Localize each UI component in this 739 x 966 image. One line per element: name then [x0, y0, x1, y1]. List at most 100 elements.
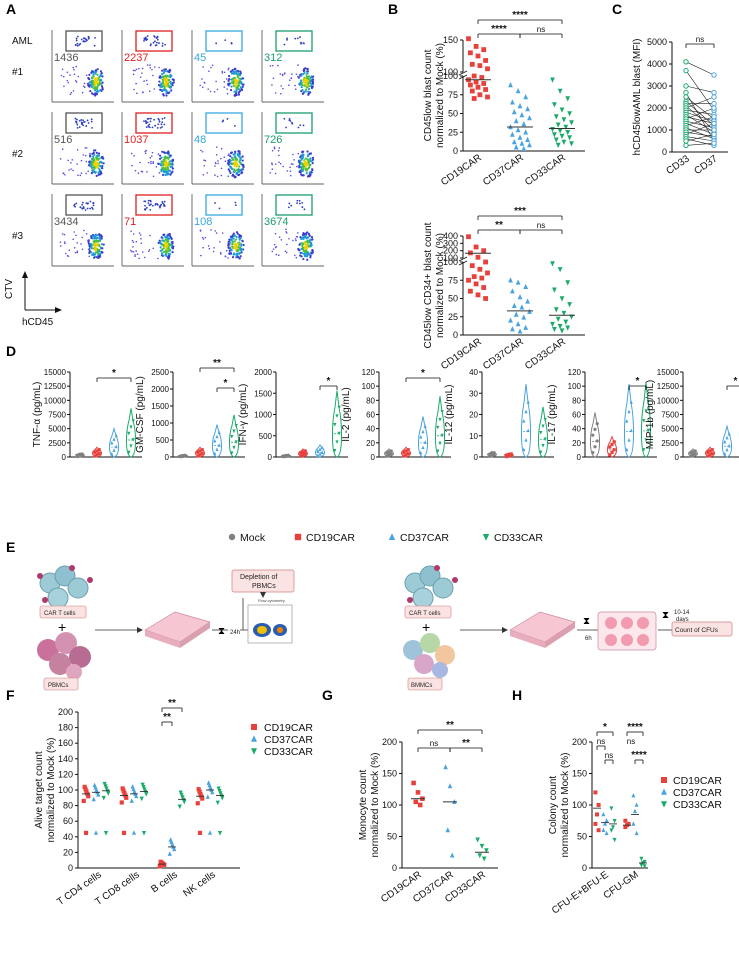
- gate-event: [74, 44, 77, 47]
- population-event: [95, 157, 98, 160]
- paired-line: [685, 70, 715, 111]
- population-event: [99, 75, 102, 78]
- data-point: [103, 784, 108, 789]
- culture-days-2: days: [676, 617, 689, 623]
- population-event: [97, 256, 100, 259]
- data-point-cd37car: [510, 99, 515, 105]
- y-tick-label: 0: [62, 453, 67, 462]
- gate-event: [156, 203, 158, 205]
- violin-point: [706, 454, 710, 458]
- cd34-blast-count-plot: 4003002001001007550250CD19CARCD37CARCD33…: [423, 206, 585, 372]
- data-point-cd37car: [513, 144, 519, 150]
- data-point: [83, 787, 88, 792]
- data-point: [642, 864, 647, 869]
- scatter-event: [62, 172, 65, 175]
- car-t-label: CAR T cells: [44, 611, 75, 617]
- population-event: [162, 250, 166, 254]
- scatter-event: [61, 68, 64, 71]
- population-event: [240, 168, 243, 171]
- gate-event: [74, 117, 77, 120]
- y-tick-label: 100: [443, 253, 458, 263]
- population-event: [167, 83, 170, 86]
- gate-event: [144, 204, 146, 207]
- scatter-event: [269, 172, 272, 174]
- violin: [640, 382, 652, 458]
- panel-letter-h: H: [512, 687, 522, 703]
- paired-line: [685, 61, 715, 76]
- paired-line: [685, 114, 715, 133]
- population-event: [228, 249, 231, 252]
- data-point: [121, 830, 127, 835]
- y-tick-label: 0: [662, 147, 667, 157]
- scatter-event: [201, 86, 204, 89]
- gate-event: [224, 39, 227, 42]
- gate-event: [156, 38, 159, 41]
- y-tick-label: 0: [268, 453, 273, 462]
- population-event: [95, 162, 98, 165]
- data-point: [197, 789, 202, 794]
- population-event: [304, 67, 307, 70]
- violin-point: [541, 444, 545, 448]
- population-event: [242, 163, 245, 167]
- well-plate: [144, 611, 211, 648]
- population-event: [170, 74, 173, 77]
- violin-point: [627, 409, 631, 414]
- population-event: [312, 75, 315, 78]
- gate-event: [290, 204, 293, 207]
- violin-point: [316, 453, 320, 458]
- y-axis-label: Colony countnormalized to Mock (%): [548, 752, 571, 857]
- violin-point: [112, 448, 116, 452]
- population-event: [230, 70, 233, 73]
- y-tick-label: 150: [572, 769, 587, 779]
- scatter-event: [278, 161, 280, 164]
- gate-event: [214, 202, 216, 204]
- y-tick-label: 400: [443, 231, 458, 241]
- gate-event: [75, 121, 78, 124]
- scatter-event: [293, 159, 295, 161]
- scatter-event: [132, 250, 135, 253]
- population-event: [300, 252, 304, 255]
- violin-point: [337, 405, 341, 410]
- violin-point: [234, 440, 238, 445]
- flow-cytometry-thumbnail: Flow cytometry: [247, 598, 293, 644]
- population-event: [99, 164, 103, 168]
- gate-event: [158, 42, 160, 44]
- scatter-event: [295, 73, 298, 76]
- population-event: [301, 163, 305, 166]
- population-event: [93, 256, 96, 259]
- population-event: [90, 234, 93, 238]
- scatter-event: [152, 162, 155, 165]
- population-event: [232, 72, 235, 75]
- gate-event: [144, 208, 146, 211]
- gate-event: [300, 42, 302, 45]
- population-event: [169, 86, 172, 89]
- violin-point: [114, 433, 118, 438]
- data-point-cd33car: [569, 141, 574, 147]
- data-point-cd37car: [519, 112, 525, 118]
- gate-event: [78, 43, 81, 46]
- population-event: [101, 167, 104, 170]
- scatter-event: [132, 69, 135, 72]
- population-event: [298, 166, 301, 169]
- scatter-event: [134, 169, 137, 172]
- y-tick-label: 40: [572, 425, 581, 434]
- population-event: [299, 254, 302, 257]
- population-event: [88, 244, 91, 248]
- population-event: [97, 171, 101, 174]
- paired-line: [685, 85, 715, 93]
- data-point: [141, 831, 147, 836]
- label-line: normalized to Mock (%): [46, 737, 57, 842]
- data-point: [415, 790, 421, 795]
- sig-cfue-cd19-vs-cd33: *: [603, 722, 607, 733]
- violin: [400, 446, 412, 458]
- bmmc-label: BMMCs: [411, 683, 432, 689]
- row-label: #1: [12, 67, 24, 78]
- population-event: [298, 161, 301, 164]
- population-event: [307, 245, 311, 248]
- violin-point: [593, 427, 597, 431]
- gate-event: [79, 206, 82, 209]
- violin-point: [196, 450, 200, 454]
- cd33-point: [683, 83, 689, 89]
- hourglass-icon-2: ⧗: [583, 616, 590, 627]
- gate-event: [294, 37, 297, 40]
